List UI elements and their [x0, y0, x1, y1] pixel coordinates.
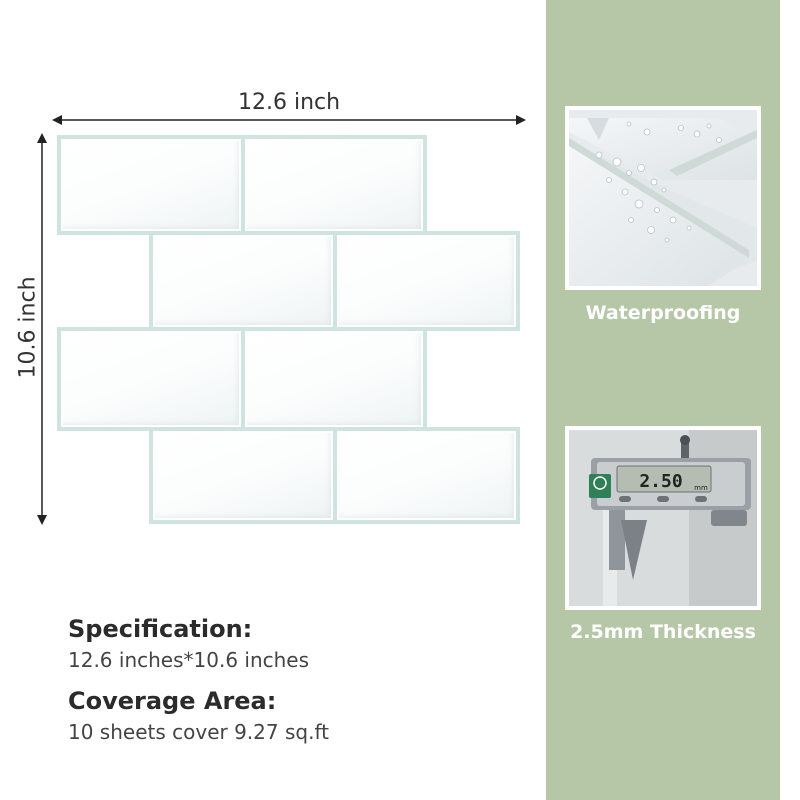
thickness-photo: 2.50 mm	[565, 426, 761, 610]
caliper-illustration: 2.50 mm	[569, 430, 757, 606]
tile	[333, 231, 520, 331]
coverage-value: 10 sheets cover 9.27 sq.ft	[68, 720, 329, 744]
tile	[241, 135, 427, 235]
specification-value: 12.6 inches*10.6 inches	[68, 648, 310, 672]
coverage-heading: Coverage Area:	[68, 687, 277, 715]
tile	[149, 427, 337, 524]
waterproofing-caption: Waterproofing	[585, 302, 741, 324]
specification-heading: Specification:	[68, 615, 253, 643]
tile	[241, 327, 427, 431]
waterproofing-photo	[565, 106, 761, 290]
tile	[57, 327, 245, 431]
tile	[333, 427, 520, 524]
tile	[57, 135, 245, 235]
width-dimension-label: 12.6 inch	[238, 90, 341, 115]
tile	[149, 231, 337, 331]
caliper-reading: 2.50	[639, 471, 682, 492]
right-margin	[780, 0, 800, 800]
caliper-unit: mm	[694, 484, 708, 492]
subway-tile-sheet	[0, 0, 540, 540]
thickness-caption: 2.5mm Thickness	[570, 621, 756, 643]
waterproof-tile-illustration	[569, 110, 757, 286]
height-dimension-arrow	[37, 133, 47, 525]
width-dimension-arrow	[52, 115, 526, 125]
